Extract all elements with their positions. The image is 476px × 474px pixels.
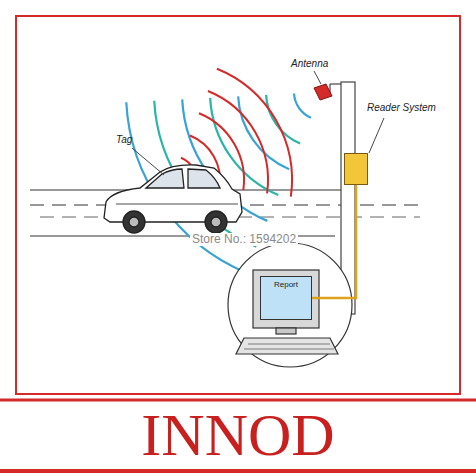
screen-text: Report <box>274 280 298 289</box>
band-line <box>0 399 476 402</box>
component-label: Reader System <box>367 102 436 113</box>
watermark: Store No.: 1594202 <box>190 233 298 246</box>
tag-label: Tag <box>116 134 132 145</box>
radio-waves <box>126 69 311 273</box>
antenna-symbol <box>314 84 332 100</box>
signal-cable <box>312 185 356 298</box>
computer <box>228 243 352 367</box>
band-line <box>0 469 476 473</box>
car <box>104 165 242 233</box>
brand-name: INNOD <box>141 402 334 468</box>
monitor-screen: Report <box>260 276 312 320</box>
reader-box: Reader System <box>344 153 368 185</box>
picture-frame <box>16 16 460 394</box>
antenna-label: Antenna <box>291 58 328 69</box>
